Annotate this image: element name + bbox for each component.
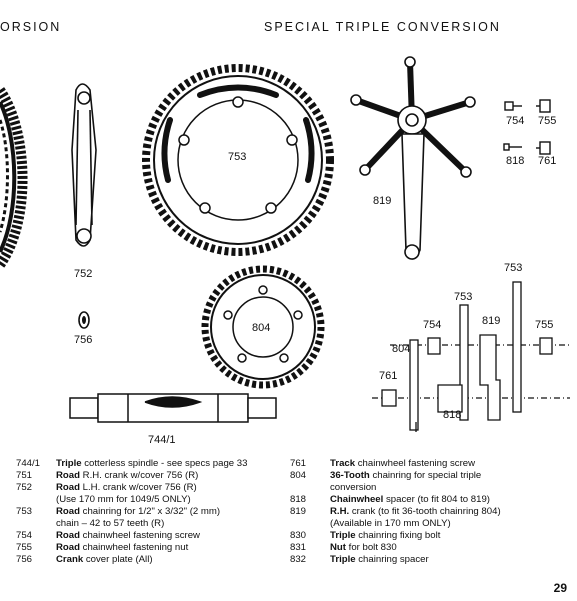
label-exp-753-top: 753 <box>504 262 522 274</box>
cover-plate-756 <box>78 311 90 329</box>
label-exp-755: 755 <box>535 319 553 331</box>
label-753: 753 <box>228 151 246 163</box>
label-exp-804: 804 <box>392 343 410 355</box>
screw-754 <box>504 101 522 111</box>
chainwheel-804 <box>201 265 325 389</box>
label-exp-761: 761 <box>379 370 397 382</box>
label-exp-754: 754 <box>423 319 441 331</box>
label-819: 819 <box>373 195 391 207</box>
label-exp-819: 819 <box>482 315 500 327</box>
header-left: ORSION <box>0 20 62 34</box>
spindle-744-1 <box>69 393 277 423</box>
label-818: 818 <box>506 155 524 167</box>
crank-left-752 <box>71 83 97 247</box>
label-756: 756 <box>74 334 92 346</box>
label-744-1: 744/1 <box>148 434 176 446</box>
label-exp-818: 818 <box>443 409 461 421</box>
label-exp-753-mid: 753 <box>454 291 472 303</box>
exploded-section-view <box>372 281 570 432</box>
label-752: 752 <box>74 268 92 280</box>
chainwheel-753 <box>142 64 334 256</box>
screw-818 <box>503 143 522 151</box>
screw-761 <box>536 141 551 155</box>
crank-right-819 <box>350 56 476 260</box>
page-number: 29 <box>553 581 567 595</box>
label-804: 804 <box>252 322 270 334</box>
parts-illustration: 753 804 752 756 744/1 819 754 755 818 76… <box>0 56 570 446</box>
nut-755 <box>536 99 551 113</box>
header-title: SPECIAL TRIPLE CONVERSION <box>264 20 501 34</box>
label-754: 754 <box>506 115 524 127</box>
label-761: 761 <box>538 155 556 167</box>
label-755: 755 <box>538 115 556 127</box>
chainwheel-partial-left <box>0 87 28 268</box>
